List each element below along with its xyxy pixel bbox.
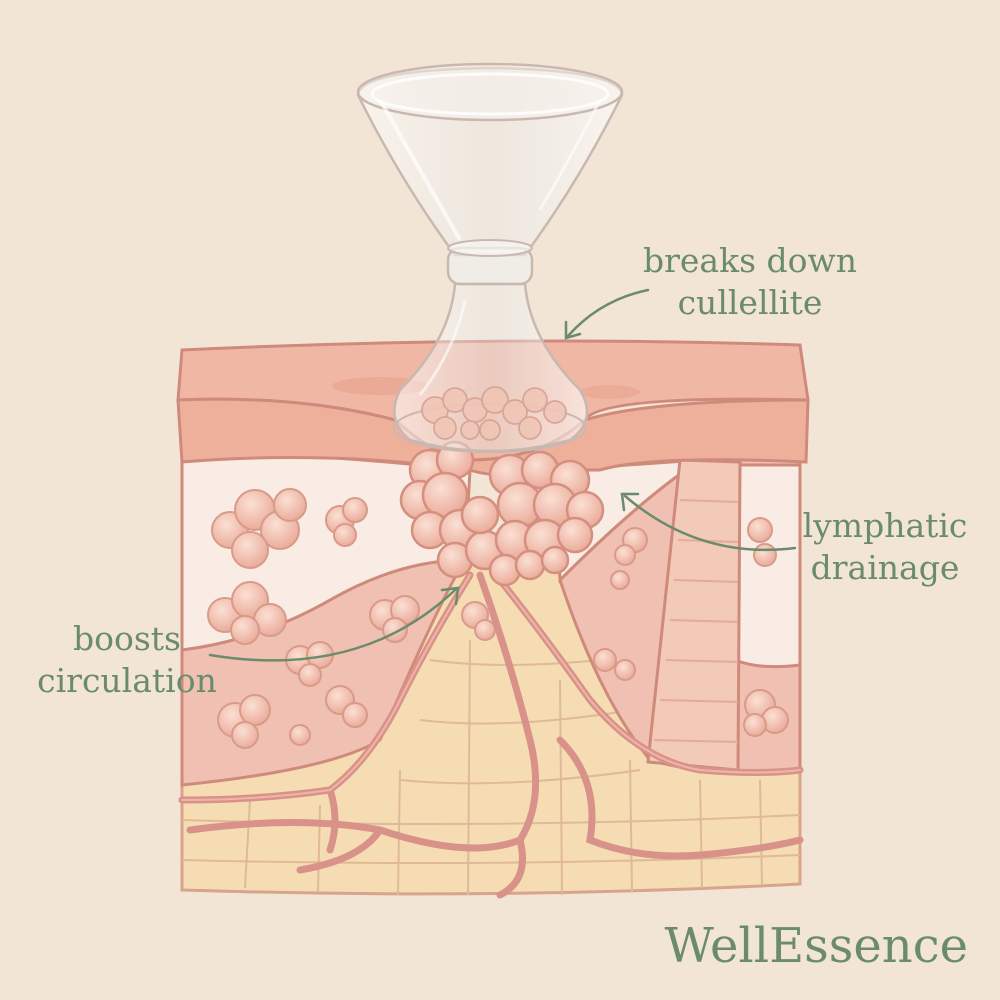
lobule-right-2: [611, 571, 629, 589]
label-line: boosts: [32, 618, 222, 660]
label-boosts-circulation: boosts circulation: [32, 618, 222, 702]
lobule-dermis-4: [290, 725, 310, 745]
label-lymphatic-drainage: lymphatic drainage: [800, 505, 970, 589]
label-line: drainage: [800, 547, 970, 589]
brand-logo-text: WellEssence: [665, 918, 968, 974]
label-line: breaks down: [640, 240, 860, 282]
glass-cup: [358, 64, 622, 452]
arrow-breaks-down: [566, 290, 648, 338]
label-line: circulation: [32, 660, 222, 702]
label-line: cullellite: [640, 282, 860, 324]
label-line: lymphatic: [800, 505, 970, 547]
label-breaks-down-cellulite: breaks down cullellite: [640, 240, 860, 324]
